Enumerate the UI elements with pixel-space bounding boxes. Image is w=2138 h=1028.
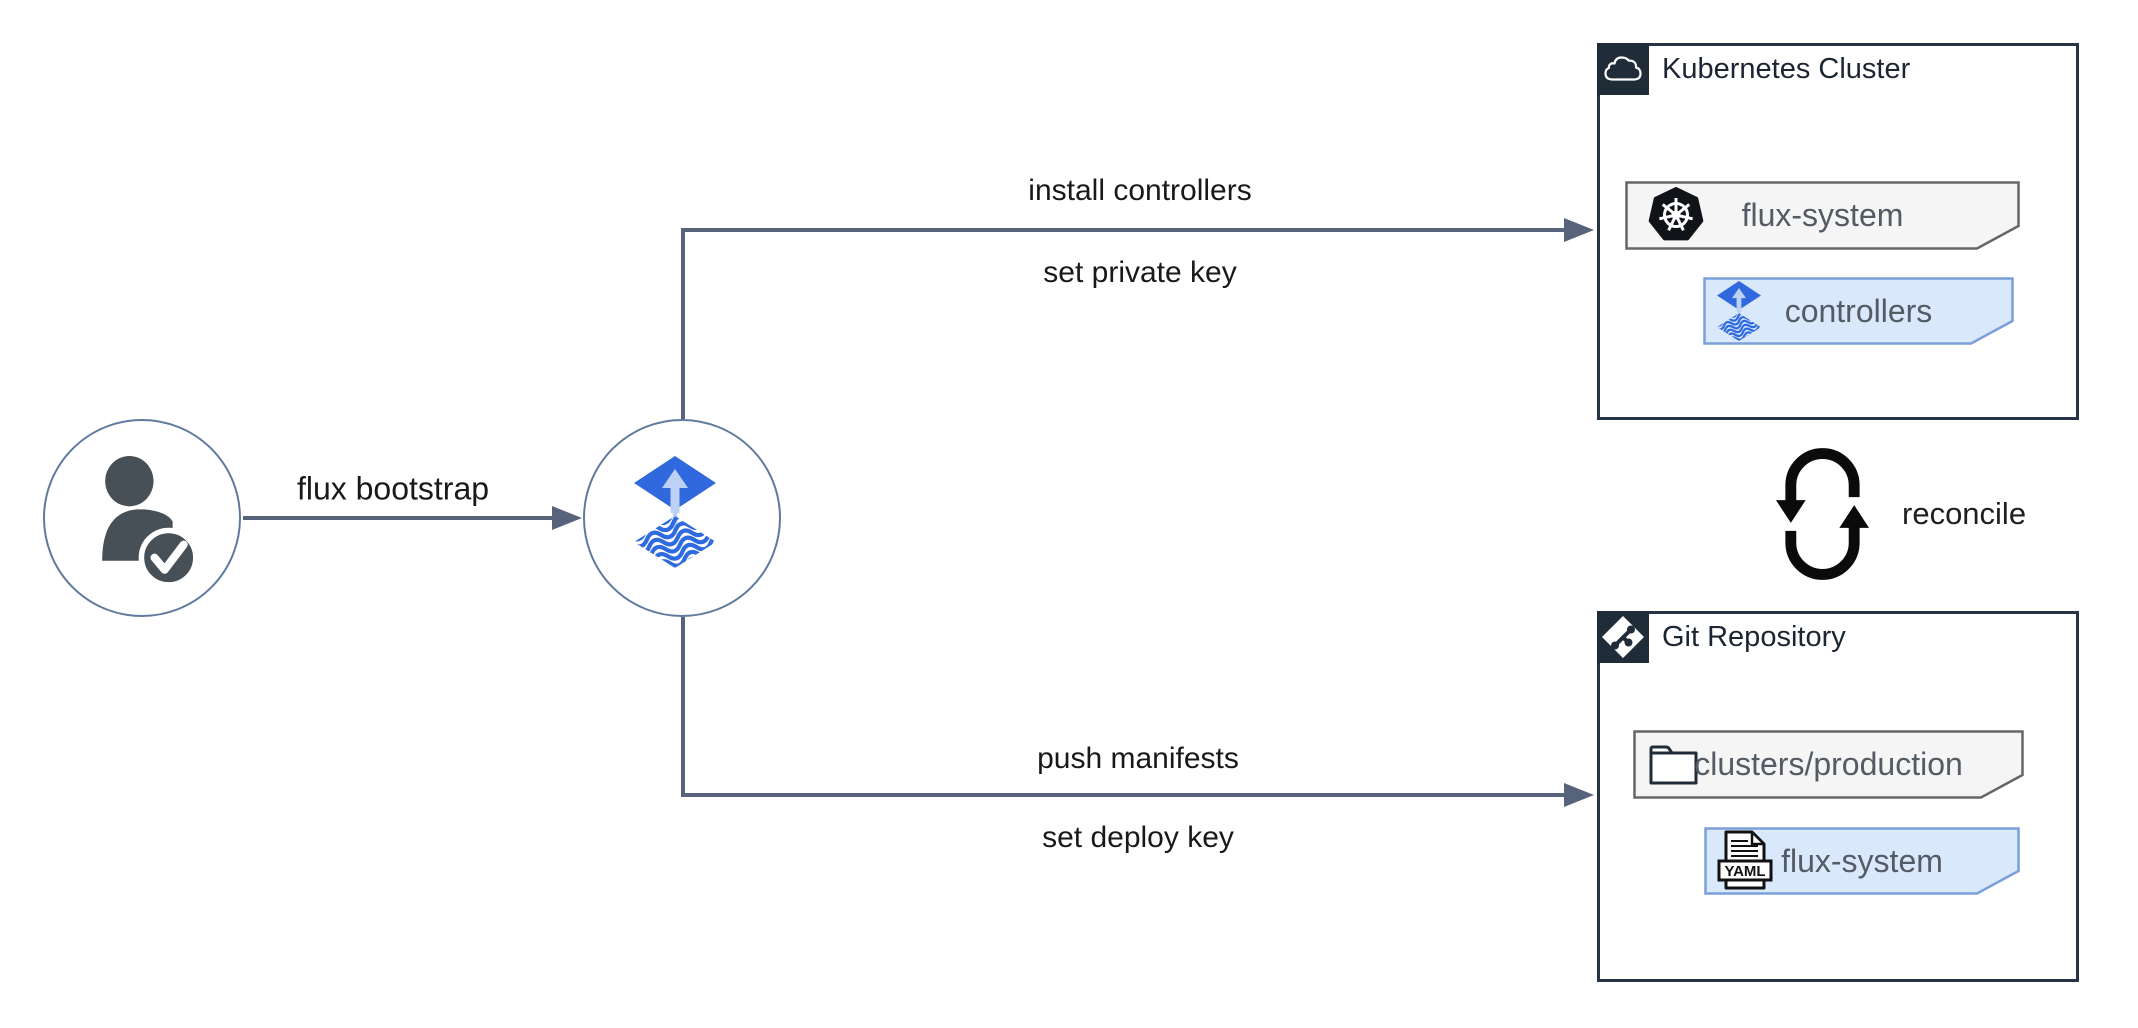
card-label: flux-system: [1781, 842, 1943, 879]
card-label: flux-system: [1741, 197, 1904, 233]
card-shape: [1703, 277, 2014, 345]
card-label: controllers: [1784, 292, 1933, 329]
sync-loop-icon: [1775, 448, 1870, 580]
node-flux-system-manifests: YAML flux-system: [1704, 827, 2020, 895]
node-clusters-production: clusters/production: [1633, 730, 2024, 799]
edge-push-manifests: [681, 617, 1594, 807]
user-check-icon: [102, 456, 199, 588]
git-repository-title: Git Repository: [1662, 620, 1846, 653]
cloud-icon: [1604, 56, 1642, 81]
edge-label-flux-bootstrap: flux bootstrap: [288, 470, 498, 508]
yaml-badge-text: YAML: [1724, 863, 1765, 880]
card-shape: [1625, 181, 2020, 250]
kubernetes-cluster-title: Kubernetes Cluster: [1662, 52, 1911, 85]
flux-icon: [634, 456, 716, 568]
card-shape: [1633, 730, 2024, 799]
card-shape: [1704, 827, 2020, 895]
node-controllers: controllers: [1703, 277, 2014, 345]
edge-label-set-private-key: set private key: [1035, 256, 1245, 290]
edge-label-set-deploy-key: set deploy key: [1034, 821, 1242, 855]
flux-cli-node: [583, 419, 781, 617]
kubernetes-icon: [1648, 187, 1704, 241]
edge-label-install-controllers: install controllers: [1020, 174, 1260, 208]
folder-icon: [1649, 745, 1698, 785]
edge-label-push-manifests: push manifests: [1029, 742, 1247, 776]
card-label: clusters/production: [1694, 746, 1963, 782]
yaml-file-icon: YAML: [1717, 830, 1773, 890]
edge-install-controllers: [681, 218, 1594, 419]
kubernetes-cluster-header: [1597, 43, 1649, 95]
reconcile-label: reconcile: [1902, 496, 2027, 531]
node-flux-system-namespace: flux-system: [1625, 181, 2020, 250]
git-repository-header: [1597, 611, 1649, 663]
git-icon: [1602, 616, 1644, 658]
